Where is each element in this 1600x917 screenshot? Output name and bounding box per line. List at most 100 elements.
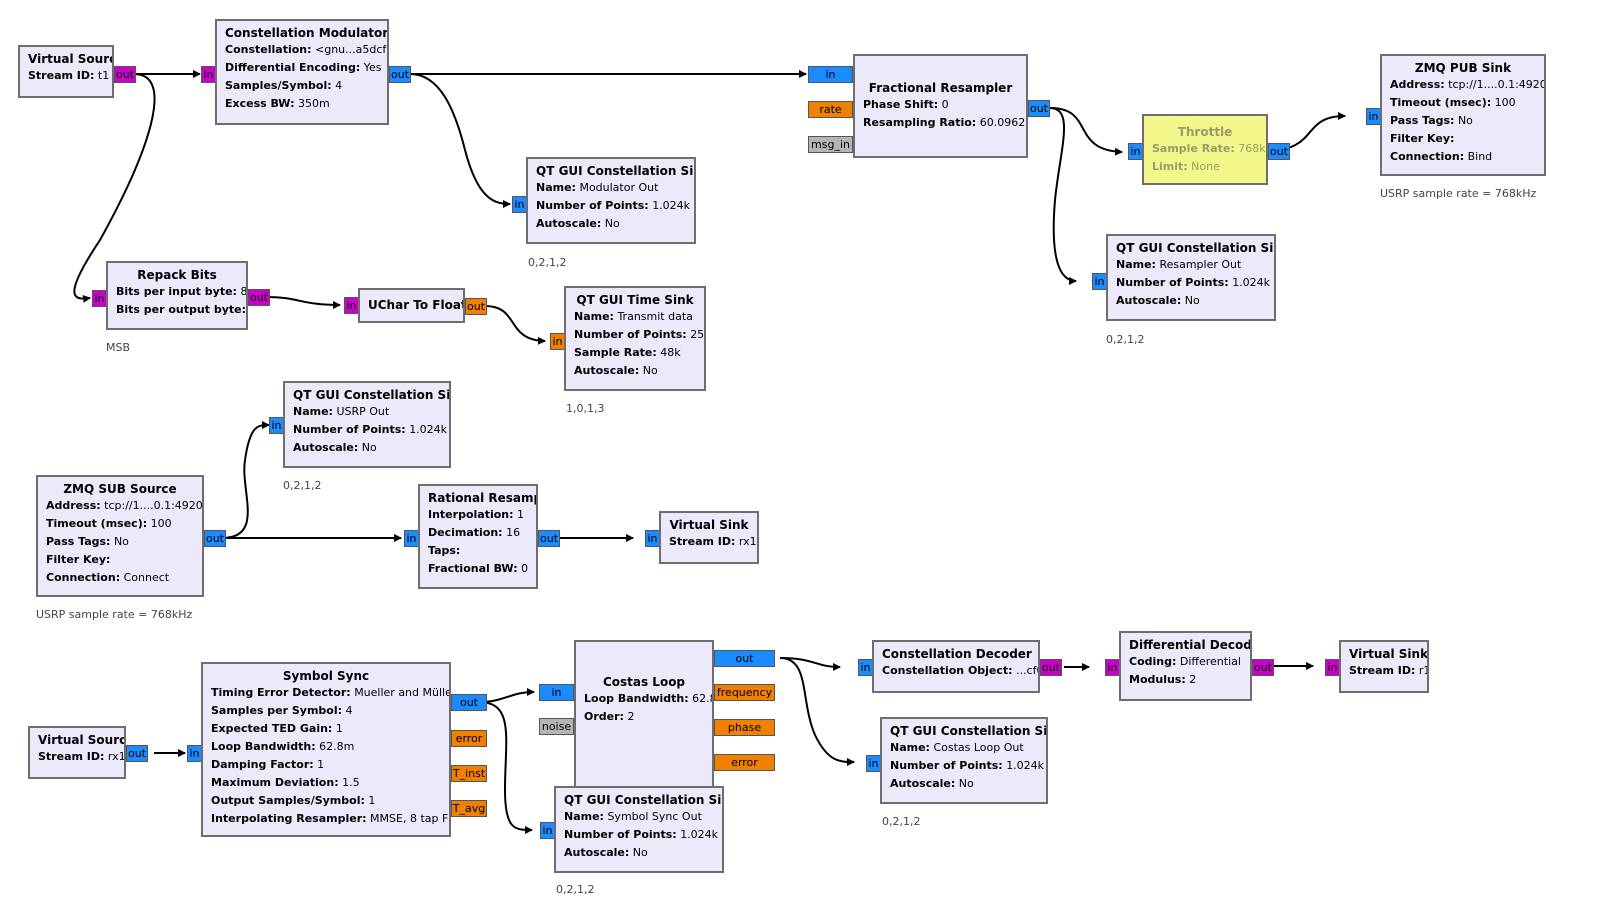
qt-usrp-out-in-port[interactable]: in	[269, 417, 284, 434]
fractional-resampler-rate-port[interactable]: rate	[808, 101, 853, 118]
virtual-sink-r1-in-port[interactable]: in	[1325, 659, 1340, 676]
block-param: Autoscale: No	[293, 439, 441, 457]
zmq-pub-sink-in-port[interactable]: in	[1366, 108, 1381, 125]
uchar-to-float-in-port[interactable]: in	[344, 297, 359, 314]
param-value: ...cf0>	[1016, 664, 1038, 677]
qt-mod-out-comment: 0,2,1,2	[528, 256, 567, 269]
symbol-sync-t-avg-port[interactable]: T_avg	[451, 800, 487, 817]
virtual-source-rx1-out-port[interactable]: out	[126, 745, 148, 762]
param-key: Phase Shift:	[863, 98, 939, 111]
qt-time-sink-in-port[interactable]: in	[550, 333, 565, 350]
differential-decoder-block[interactable]: Differential DecoderCoding: Differential…	[1119, 631, 1252, 701]
symbol-sync-in-port[interactable]: in	[187, 745, 202, 762]
virtual-source-t1-out-port[interactable]: out	[114, 66, 136, 83]
param-value: rx1	[738, 535, 757, 548]
param-value: USRP Out	[336, 405, 390, 418]
param-key: Interpolation:	[428, 508, 514, 521]
symbol-sync-error-port[interactable]: error	[451, 730, 487, 747]
qt-sym-out-in-port[interactable]: in	[540, 822, 555, 839]
symbol-sync-out-port[interactable]: out	[451, 694, 487, 711]
block-param: Damping Factor: 1	[211, 756, 441, 774]
constellation-decoder-in-port[interactable]: in	[858, 659, 873, 676]
param-key: Autoscale:	[293, 441, 359, 454]
param-key: Samples per Symbol:	[211, 704, 343, 717]
param-value: 62.8m	[692, 692, 712, 705]
qt-res-out-in-port[interactable]: in	[1092, 273, 1107, 290]
rational-resampler-out-port[interactable]: out	[538, 530, 560, 547]
block-param: Resampling Ratio: 60.0962m	[863, 114, 1026, 132]
param-value: 8	[240, 285, 248, 298]
block-param: Taps:	[428, 542, 528, 560]
uchar-to-float-out-port[interactable]: out	[465, 298, 487, 315]
zmq-sub-source-out-port[interactable]: out	[204, 530, 226, 547]
qt-mod-out-in-port[interactable]: in	[512, 196, 527, 213]
throttle-out-port[interactable]: out	[1268, 143, 1290, 160]
block-title: Repack Bits	[137, 268, 217, 282]
param-value: 0	[521, 562, 529, 575]
param-value: No	[361, 441, 377, 454]
param-value: Yes	[363, 61, 382, 74]
block-title: QT GUI Constellation Sink	[293, 388, 451, 402]
rational-resampler-in-port[interactable]: in	[404, 530, 419, 547]
param-key: Expected TED Gain:	[211, 722, 333, 735]
costas-loop-in-port[interactable]: in	[539, 684, 574, 701]
throttle-in-port[interactable]: in	[1128, 143, 1143, 160]
param-value: tcp://1....0.1:49203	[1448, 78, 1546, 91]
param-key: Loop Bandwidth:	[211, 740, 316, 753]
differential-decoder-out-port[interactable]: out	[1252, 659, 1274, 676]
uchar-to-float-block[interactable]: UChar To Float	[358, 288, 465, 323]
symbol-sync-t-inst-port[interactable]: T_inst	[451, 765, 487, 782]
repack-bits-out-port[interactable]: out	[248, 289, 270, 306]
param-value: 1.024k	[409, 423, 448, 436]
fractional-resampler-in-port[interactable]: in	[808, 66, 853, 83]
rational-resampler-block[interactable]: Rational ResamplerInterpolation: 1Decima…	[418, 484, 538, 589]
qt-costas-out-in-port[interactable]: in	[866, 755, 881, 772]
repack-bits-in-port[interactable]: in	[92, 290, 107, 307]
block-title: Virtual Source	[28, 52, 112, 66]
fractional-resampler-msg-in-port[interactable]: msg_in	[808, 136, 853, 153]
costas-loop-phase-port[interactable]: phase	[714, 719, 775, 736]
block-param: Pass Tags: No	[1390, 112, 1536, 130]
costas-loop-noise-port[interactable]: noise	[539, 718, 574, 735]
block-param: Autoscale: No	[890, 775, 1038, 793]
param-value: 1	[517, 508, 525, 521]
qt-usrp-out-comment: 0,2,1,2	[283, 479, 322, 492]
param-value: t1	[97, 69, 110, 82]
block-param: Coding: Differential	[1129, 653, 1242, 671]
param-value: 100	[1494, 96, 1516, 109]
constellation-decoder-out-port[interactable]: out	[1040, 659, 1062, 676]
costas-loop-error-port[interactable]: error	[714, 754, 775, 771]
param-key: Timeout (msec):	[46, 517, 148, 530]
virtual-sink-rx1-in-port[interactable]: in	[645, 530, 660, 547]
costas-loop-out-port[interactable]: out	[714, 650, 775, 667]
block-param: Interpolating Resampler: MMSE, 8 tap FIR	[211, 810, 449, 828]
constellation-modulator-out-port[interactable]: out	[389, 66, 411, 83]
param-value: MMSE, 8 tap FIR	[370, 812, 451, 825]
costas-loop-frequency-port[interactable]: frequency	[714, 684, 775, 701]
param-value: 1	[335, 722, 343, 735]
fractional-resampler-out-port[interactable]: out	[1028, 100, 1050, 117]
constellation-modulator-in-port[interactable]: in	[201, 66, 216, 83]
differential-decoder-in-port[interactable]: in	[1105, 659, 1120, 676]
block-param: Address: tcp://1....0.1:49203	[1390, 76, 1544, 94]
param-key: Autoscale:	[536, 217, 602, 230]
